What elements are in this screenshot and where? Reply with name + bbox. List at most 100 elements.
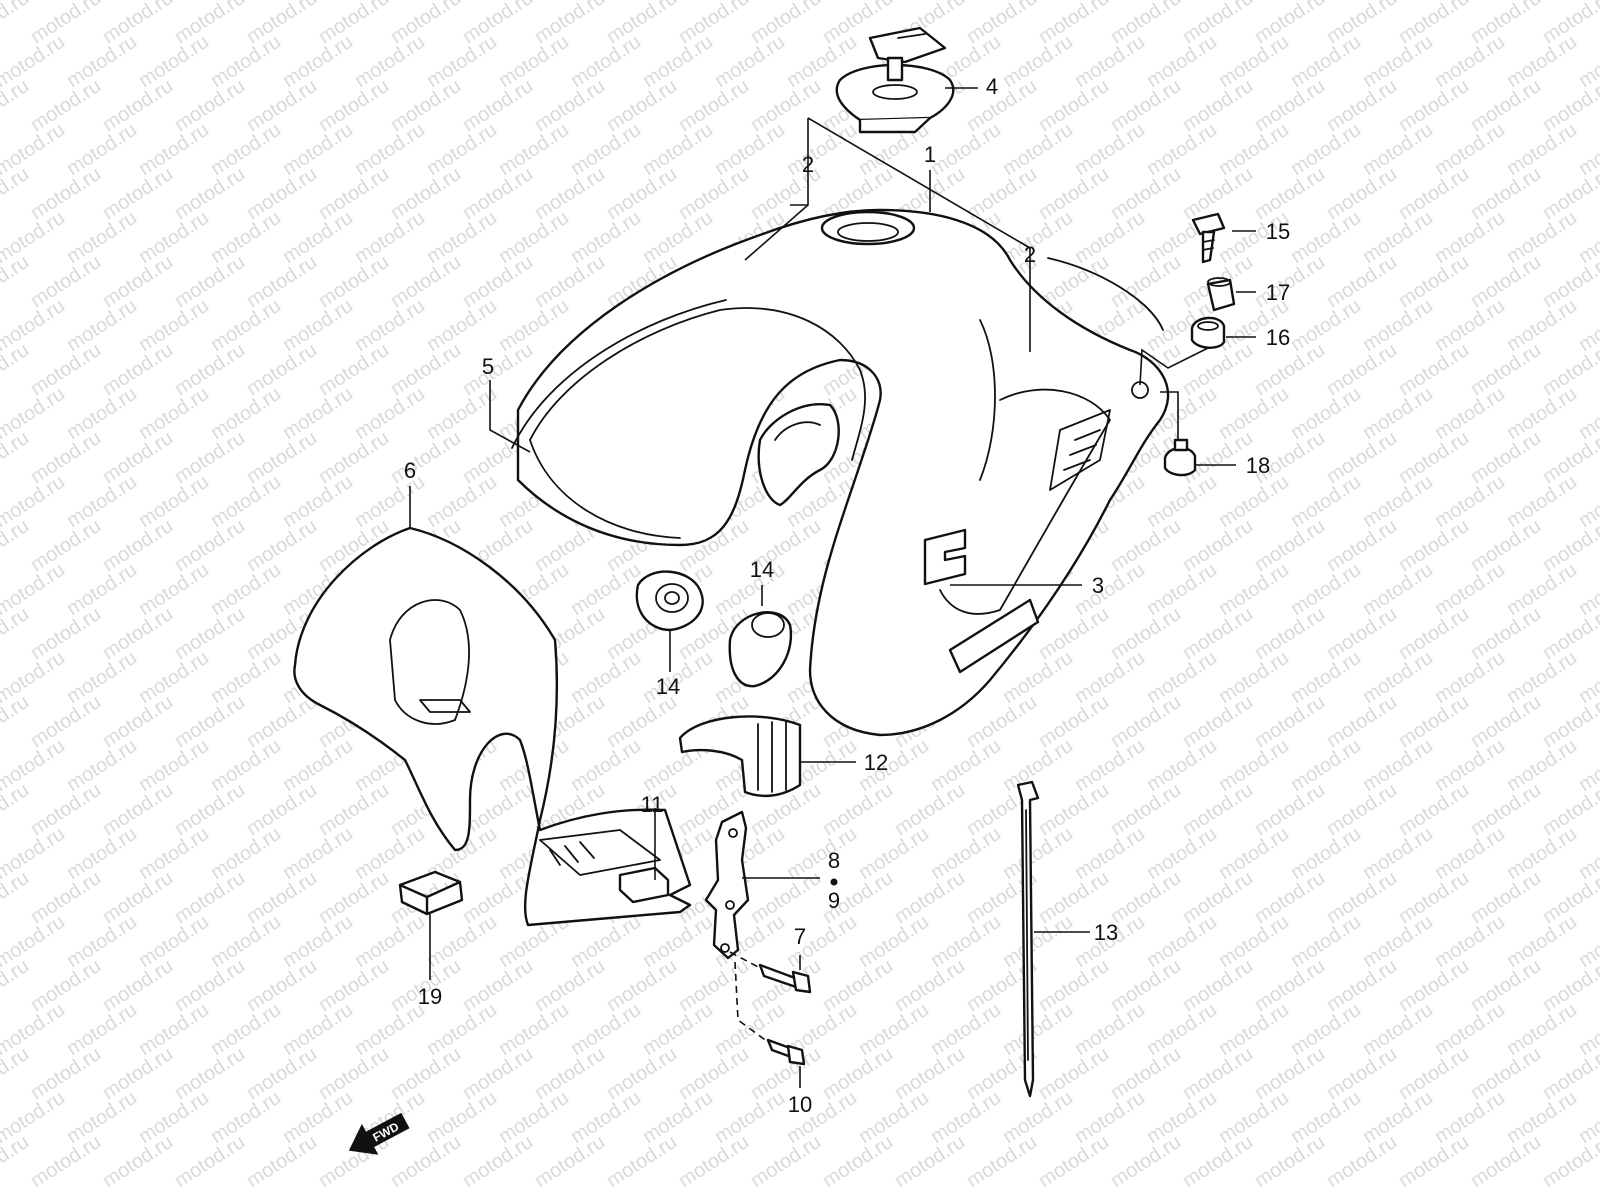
watermark-text: motod.ru bbox=[1143, 119, 1221, 180]
watermark-text: motod.ru bbox=[747, 955, 825, 1016]
watermark-text: motod.ru bbox=[27, 75, 105, 136]
watermark-text: motod.ru bbox=[1503, 1087, 1581, 1148]
watermark-text: motod.ru bbox=[243, 339, 321, 400]
watermark-text: motod.ru bbox=[423, 295, 501, 356]
watermark-text: motod.ru bbox=[1467, 867, 1545, 928]
watermark-text: motod.ru bbox=[243, 779, 321, 840]
watermark-text: motod.ru bbox=[531, 1043, 609, 1104]
watermark-text: motod.ru bbox=[387, 0, 465, 48]
watermark-text: motod.ru bbox=[387, 251, 465, 312]
watermark-text: motod.ru bbox=[171, 251, 249, 312]
watermark-text: motod.ru bbox=[1035, 0, 1113, 48]
watermark-text: motod.ru bbox=[243, 1131, 321, 1192]
watermark-text: motod.ru bbox=[1287, 647, 1365, 708]
watermark-text: motod.ru bbox=[27, 427, 105, 488]
watermark-text: motod.ru bbox=[819, 1043, 897, 1104]
watermark-text: motod.ru bbox=[315, 779, 393, 840]
watermark-text: motod.ru bbox=[495, 1087, 573, 1148]
watermark-text: motod.ru bbox=[1503, 471, 1581, 532]
watermark-text: motod.ru bbox=[63, 295, 141, 356]
watermark-text: motod.ru bbox=[459, 163, 537, 224]
watermark-text: motod.ru bbox=[1215, 471, 1293, 532]
watermark-text: motod.ru bbox=[99, 163, 177, 224]
watermark-text: motod.ru bbox=[1323, 251, 1401, 312]
watermark-text: motod.ru bbox=[27, 339, 105, 400]
watermark-text: motod.ru bbox=[1179, 0, 1257, 48]
callout-14b: 14 bbox=[750, 557, 774, 582]
side-cover bbox=[293, 526, 692, 927]
watermark-text: motod.ru bbox=[387, 75, 465, 136]
watermark-text: motod.ru bbox=[99, 339, 177, 400]
watermark-text: motod.ru bbox=[207, 207, 285, 268]
watermark-text: motod.ru bbox=[603, 955, 681, 1016]
watermark-text: motod.ru bbox=[63, 207, 141, 268]
watermark-text: motod.ru bbox=[675, 75, 753, 136]
watermark-text: motod.ru bbox=[27, 163, 105, 224]
callout-4: 4 bbox=[986, 74, 998, 99]
watermark-text: motod.ru bbox=[387, 1131, 465, 1192]
watermark-text: motod.ru bbox=[243, 515, 321, 576]
watermark-text: motod.ru bbox=[351, 823, 429, 884]
watermark-text: motod.ru bbox=[999, 1087, 1077, 1148]
watermark-text: motod.ru bbox=[351, 119, 429, 180]
watermark-text: motod.ru bbox=[711, 119, 789, 180]
watermark-text: motod.ru bbox=[351, 471, 429, 532]
watermark-text: motod.ru bbox=[1467, 427, 1545, 488]
watermark-text: motod.ru bbox=[1323, 867, 1401, 928]
watermark-text: motod.ru bbox=[1035, 867, 1113, 928]
watermark-text: motod.ru bbox=[99, 251, 177, 312]
watermark-text: motod.ru bbox=[63, 911, 141, 972]
watermark-text: motod.ru bbox=[567, 735, 645, 796]
callout-2a: 2 bbox=[802, 152, 814, 177]
watermark-text: motod.ru bbox=[63, 735, 141, 796]
watermark-text: motod.ru bbox=[1251, 515, 1329, 576]
watermark-text: motod.ru bbox=[747, 75, 825, 136]
watermark-text: motod.ru bbox=[1107, 1043, 1185, 1104]
watermark-text: motod.ru bbox=[387, 1043, 465, 1104]
watermark-text: motod.ru bbox=[243, 1043, 321, 1104]
watermark-text: motod.ru bbox=[603, 1131, 681, 1192]
watermark-text: motod.ru bbox=[1251, 75, 1329, 136]
watermark-text: motod.ru bbox=[1071, 735, 1149, 796]
watermark-text: motod.ru bbox=[387, 163, 465, 224]
watermark-text: motod.ru bbox=[495, 119, 573, 180]
grommet-16 bbox=[1190, 316, 1226, 349]
watermark-text: motod.ru bbox=[351, 295, 429, 356]
watermark-text: motod.ru bbox=[1395, 955, 1473, 1016]
watermark-text: motod.ru bbox=[1035, 779, 1113, 840]
watermark-text: motod.ru bbox=[279, 383, 357, 444]
watermark-text: motod.ru bbox=[1503, 999, 1581, 1060]
watermark-text: motod.ru bbox=[279, 735, 357, 796]
watermark-text: motod.ru bbox=[1215, 383, 1293, 444]
watermark-text: motod.ru bbox=[1323, 75, 1401, 136]
callout-8: 8 bbox=[828, 848, 840, 873]
watermark-text: motod.ru bbox=[27, 515, 105, 576]
watermark-text: motod.ru bbox=[1395, 515, 1473, 576]
watermark-text: motod.ru bbox=[1143, 559, 1221, 620]
watermark-text: motod.ru bbox=[1395, 75, 1473, 136]
watermark-text: motod.ru bbox=[135, 471, 213, 532]
watermark-text: motod.ru bbox=[1215, 119, 1293, 180]
watermark-text: motod.ru bbox=[1287, 735, 1365, 796]
watermark-text: motod.ru bbox=[279, 207, 357, 268]
watermark-text: motod.ru bbox=[1503, 31, 1581, 92]
watermark-text: motod.ru bbox=[639, 31, 717, 92]
watermark-text: motod.ru bbox=[1431, 207, 1509, 268]
watermark-text: motod.ru bbox=[999, 999, 1077, 1060]
callout-1: 1 bbox=[924, 142, 936, 167]
callout-6: 6 bbox=[404, 458, 416, 483]
watermark-text: motod.ru bbox=[315, 163, 393, 224]
watermark-text: motod.ru bbox=[1179, 603, 1257, 664]
watermark-text: motod.ru bbox=[1251, 691, 1329, 752]
forward-arrow-icon: FWD bbox=[348, 1112, 410, 1155]
watermark-text: motod.ru bbox=[1431, 295, 1509, 356]
watermark-text: motod.ru bbox=[999, 735, 1077, 796]
watermark-text: motod.ru bbox=[279, 31, 357, 92]
watermark-text: motod.ru bbox=[675, 1043, 753, 1104]
watermark-text: motod.ru bbox=[135, 295, 213, 356]
watermark-text: motod.ru bbox=[1503, 647, 1581, 708]
watermark-text: motod.ru bbox=[1287, 999, 1365, 1060]
watermark-text: motod.ru bbox=[999, 119, 1077, 180]
watermark-text: motod.ru bbox=[1323, 163, 1401, 224]
watermark-text: motod.ru bbox=[315, 867, 393, 928]
